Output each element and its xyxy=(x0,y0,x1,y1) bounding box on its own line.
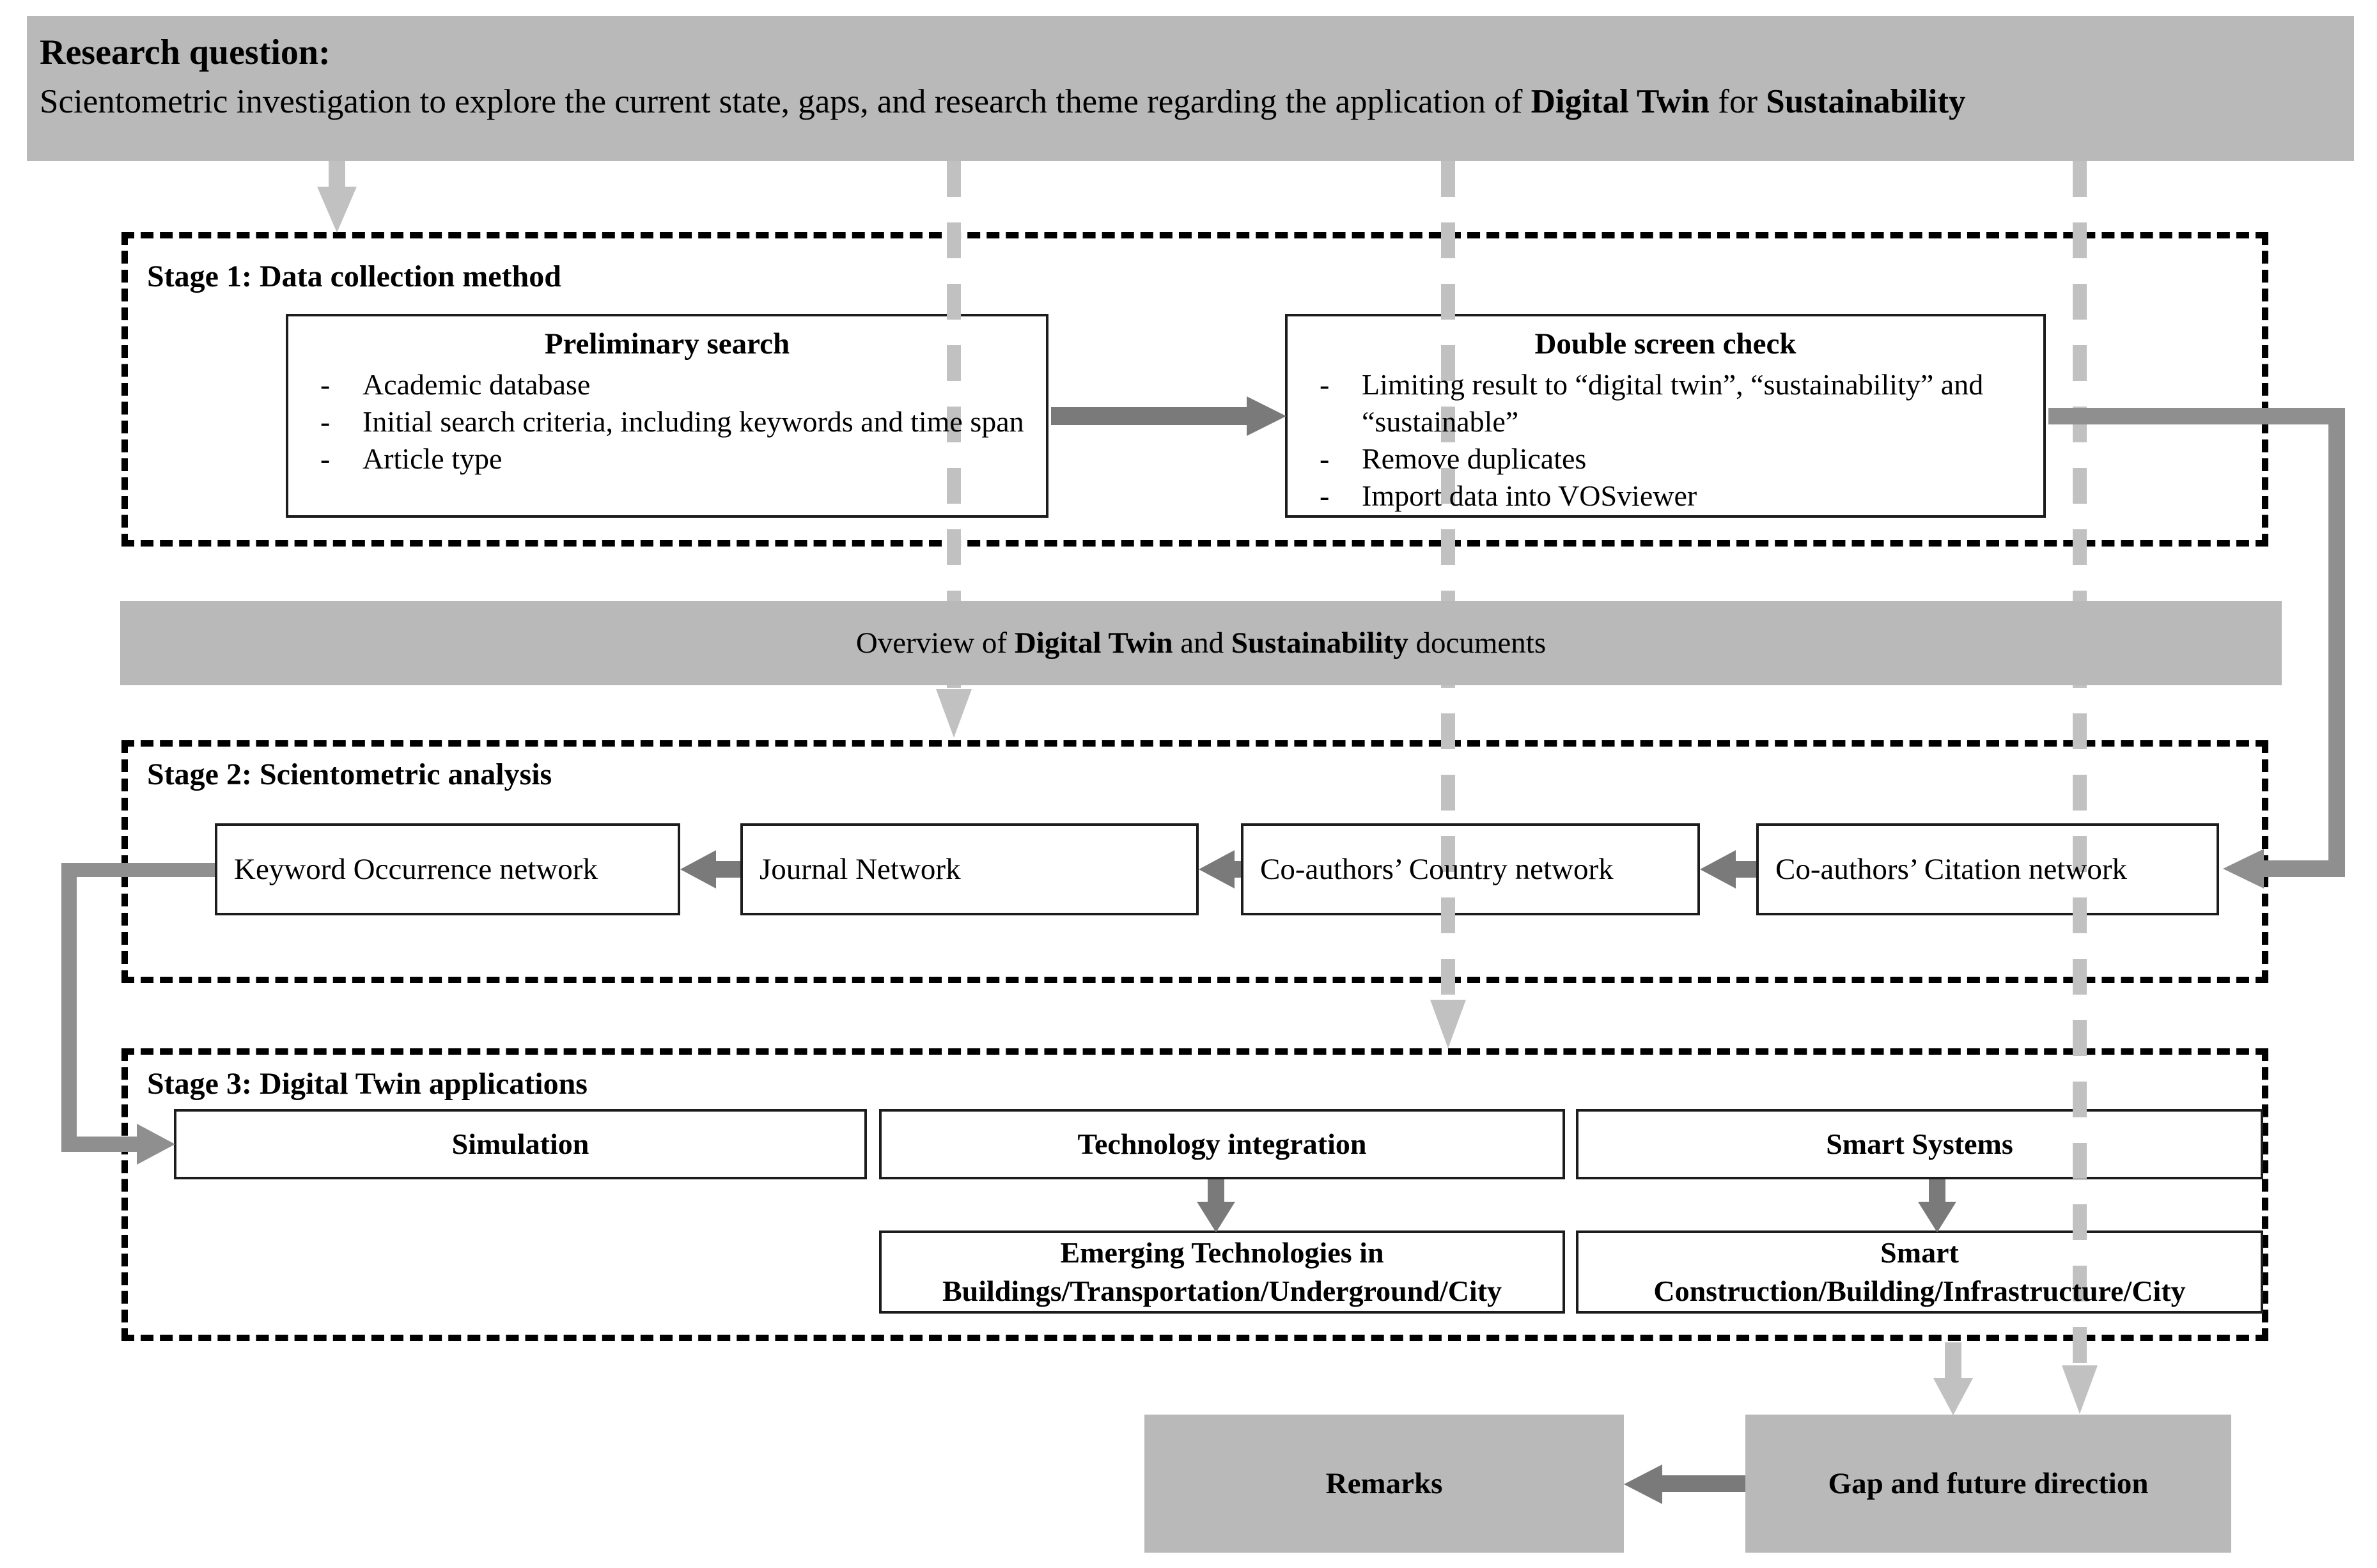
stage3-frame: Stage 3: Digital Twin applications xyxy=(121,1048,2268,1341)
box-label: Smart Systems xyxy=(1826,1128,2013,1160)
arrow-left-icon xyxy=(1624,1464,1662,1504)
overview-prefix: Overview of xyxy=(855,626,1015,660)
box-label-line1: Emerging Technologies in xyxy=(1060,1236,1384,1269)
list-item-text: Remove duplicates xyxy=(1362,442,1587,475)
elbow-segment xyxy=(61,863,77,1152)
research-text-prefix: Scientometric investigation to explore t… xyxy=(40,83,1531,120)
list-item: -Remove duplicates xyxy=(1320,440,2027,477)
research-text-bold-sustainability: Sustainability xyxy=(1766,83,1966,120)
smart-construction-box: Smart Construction/Building/Infrastructu… xyxy=(1576,1230,2263,1314)
elbow-segment xyxy=(2048,408,2345,424)
arrow-down-icon xyxy=(2062,1365,2098,1414)
arrow-down-icon xyxy=(317,187,357,233)
box-label: Co-authors’ Country network xyxy=(1260,853,1614,886)
arrow-shaft xyxy=(1233,861,1241,878)
arrow-down-icon xyxy=(1197,1202,1235,1232)
arrow-down-icon xyxy=(1933,1378,1973,1415)
list-item: -Academic database xyxy=(320,366,1029,403)
arrow-right-icon xyxy=(1247,396,1286,436)
arrow-shaft xyxy=(715,861,740,878)
box-label-line1: Smart xyxy=(1880,1236,1959,1269)
box-label: Technology integration xyxy=(1077,1128,1367,1160)
arrow-shaft xyxy=(329,161,345,189)
overview-mid: and xyxy=(1173,626,1231,660)
research-question-text: Scientometric investigation to explore t… xyxy=(40,82,2354,121)
list-item: -Import data into VOSviewer xyxy=(1320,477,2027,515)
preliminary-search-title: Preliminary search xyxy=(544,327,790,361)
list-item-text: Article type xyxy=(362,442,503,475)
list-item: -Limiting result to “digital twin”, “sus… xyxy=(1320,366,2027,440)
journal-network-box: Journal Network xyxy=(740,823,1199,915)
elbow-segment xyxy=(61,863,215,877)
box-label: Gap and future direction xyxy=(1828,1467,2149,1500)
stage3-label: Stage 3: Digital Twin applications xyxy=(147,1067,588,1101)
research-question-title: Research question: xyxy=(40,33,331,72)
research-text-mid: for xyxy=(1709,83,1766,120)
coauthors-citation-network-box: Co-authors’ Citation network xyxy=(1756,823,2219,915)
technology-integration-box: Technology integration xyxy=(879,1109,1565,1179)
box-label: Co-authors’ Citation network xyxy=(1775,853,2127,886)
dash-marker: - xyxy=(1320,479,1330,512)
double-screen-check-title: Double screen check xyxy=(1534,327,1796,361)
smart-systems-box: Smart Systems xyxy=(1576,1109,2263,1179)
arrow-shaft xyxy=(1734,861,1756,878)
arrow-down-icon xyxy=(1430,1000,1466,1048)
elbow-segment xyxy=(2328,408,2345,877)
keyword-occurrence-network-box: Keyword Occurrence network xyxy=(215,823,680,915)
arrow-left-icon xyxy=(2223,849,2264,889)
arrow-right-icon xyxy=(137,1124,175,1165)
stage1-frame: Stage 1: Data collection method xyxy=(121,232,2268,547)
box-label: Keyword Occurrence network xyxy=(234,853,598,886)
double-screen-check-list: -Limiting result to “digital twin”, “sus… xyxy=(1288,366,2043,515)
box-label: Journal Network xyxy=(760,853,961,886)
coauthors-country-network-box: Co-authors’ Country network xyxy=(1241,823,1700,915)
arrow-down-icon xyxy=(1918,1202,1956,1232)
elbow-segment xyxy=(61,1137,138,1152)
remarks-box: Remarks xyxy=(1144,1415,1624,1553)
stage1-label: Stage 1: Data collection method xyxy=(147,260,561,293)
list-item: -Initial search criteria, including keyw… xyxy=(320,403,1029,440)
list-item-text: Import data into VOSviewer xyxy=(1362,479,1697,512)
dashed-flow-line-middle xyxy=(1441,161,1455,1001)
arrow-left-icon xyxy=(1199,850,1235,889)
box-label-line2: Buildings/Transportation/Underground/Cit… xyxy=(942,1275,1502,1307)
arrow-shaft xyxy=(1208,1179,1224,1204)
gap-future-direction-box: Gap and future direction xyxy=(1745,1415,2231,1553)
box-label-line2: Construction/Building/Infrastructure/Cit… xyxy=(1653,1275,2186,1307)
dash-marker: - xyxy=(320,405,331,438)
arrow-shaft xyxy=(1929,1179,1945,1204)
emerging-technologies-box: Emerging Technologies in Buildings/Trans… xyxy=(879,1230,1565,1314)
dashed-flow-line-left xyxy=(947,161,961,690)
box-label: Remarks xyxy=(1325,1467,1443,1500)
arrow-shaft xyxy=(1051,407,1247,425)
arrow-left-icon xyxy=(680,850,716,889)
box-label: Simulation xyxy=(451,1128,589,1160)
preliminary-search-box: Preliminary search -Academic database -I… xyxy=(286,314,1048,518)
overview-bold-sustainability: Sustainability xyxy=(1231,626,1408,660)
arrow-down-icon xyxy=(936,689,972,738)
dash-marker: - xyxy=(320,442,331,475)
arrow-shaft xyxy=(1945,1342,1961,1382)
arrow-shaft xyxy=(1662,1475,1745,1492)
dash-marker: - xyxy=(320,368,331,401)
overview-bold-digital-twin: Digital Twin xyxy=(1014,626,1173,660)
preliminary-search-list: -Academic database -Initial search crite… xyxy=(288,366,1046,477)
research-text-bold-digital-twin: Digital Twin xyxy=(1531,83,1710,120)
list-item: -Article type xyxy=(320,440,1029,477)
overview-suffix: documents xyxy=(1408,626,1547,660)
elbow-segment xyxy=(2263,860,2345,877)
overview-banner: Overview of Digital Twin and Sustainabil… xyxy=(120,601,2282,685)
list-item-text: Initial search criteria, including keywo… xyxy=(362,405,1024,438)
stage2-label: Stage 2: Scientometric analysis xyxy=(147,757,552,791)
dashed-flow-line-right xyxy=(2073,161,2087,1367)
arrow-left-icon xyxy=(1700,850,1736,889)
dash-marker: - xyxy=(1320,442,1330,475)
list-item-text: Academic database xyxy=(362,368,591,401)
dash-marker: - xyxy=(1320,368,1330,401)
overview-text: Overview of Digital Twin and Sustainabil… xyxy=(856,626,1546,660)
double-screen-check-box: Double screen check -Limiting result to … xyxy=(1285,314,2046,518)
research-question-banner: Research question: Scientometric investi… xyxy=(27,16,2354,161)
simulation-box: Simulation xyxy=(174,1109,867,1179)
list-item-text: Limiting result to “digital twin”, “sust… xyxy=(1362,368,1984,438)
